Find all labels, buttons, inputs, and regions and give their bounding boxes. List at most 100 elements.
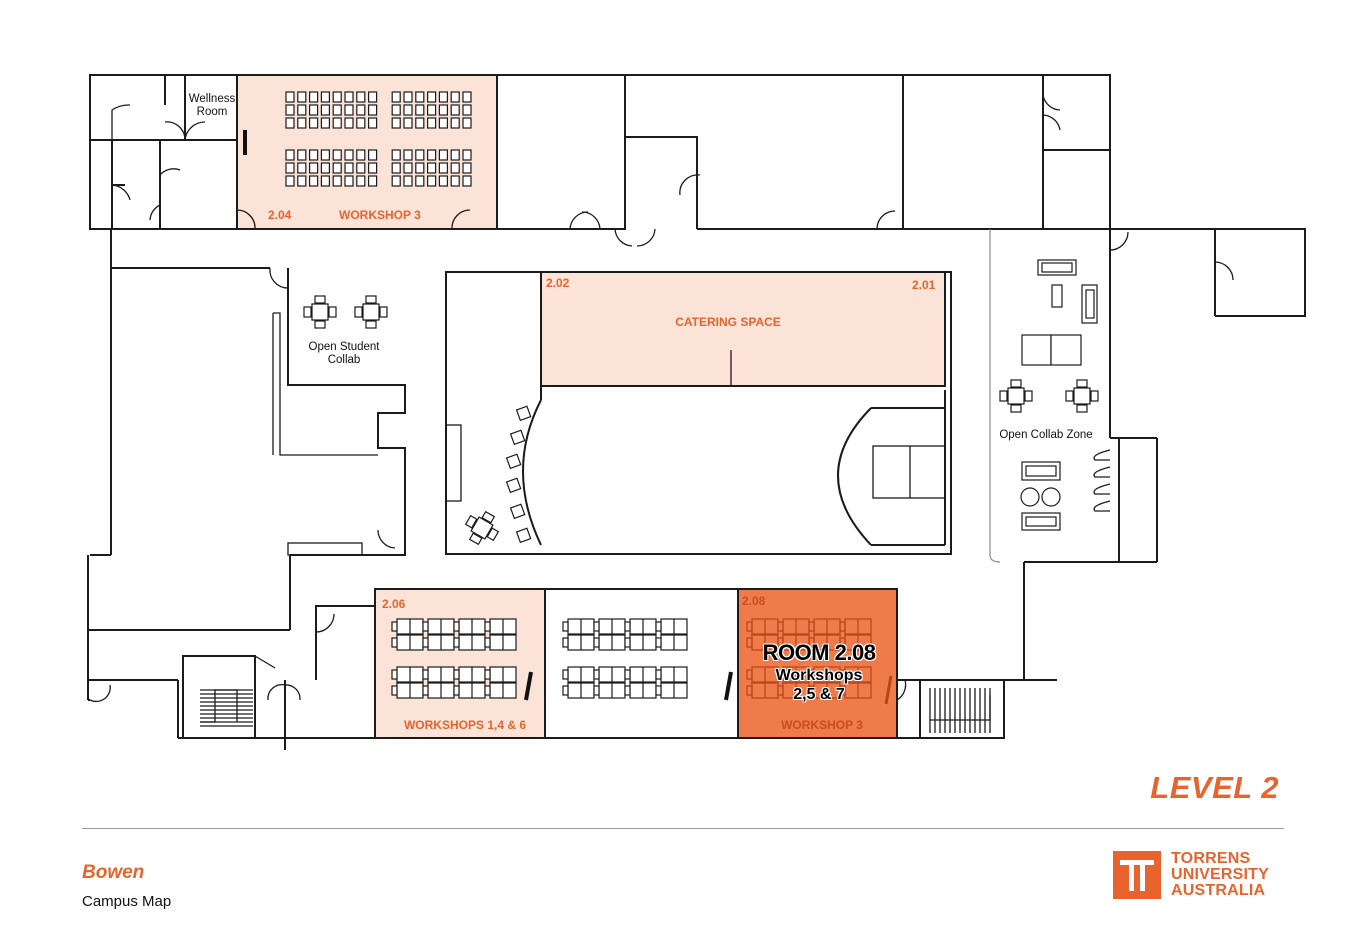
seat: [403, 175, 413, 187]
seat: [427, 91, 437, 103]
south-rooms: [315, 588, 907, 739]
table-group: [1065, 379, 1099, 413]
seat: [438, 104, 448, 116]
brand-line-3: AUSTRALIA: [1171, 882, 1266, 899]
chair: [593, 685, 600, 696]
callout-line-2: 2,5 & 7: [793, 686, 845, 703]
seat: [368, 162, 378, 174]
seat: [285, 91, 295, 103]
bench-seat: [505, 477, 522, 494]
seat: [368, 149, 378, 161]
seat: [285, 162, 295, 174]
campus-name: Bowen: [82, 862, 145, 883]
seat: [356, 149, 366, 161]
seat: [403, 91, 413, 103]
chair: [481, 510, 496, 524]
bench-seat: [509, 429, 526, 446]
chair: [839, 637, 846, 648]
chair: [453, 637, 460, 648]
seat: [332, 104, 342, 116]
collab-tables: [303, 295, 1099, 546]
seat: [344, 162, 354, 174]
chair: [1065, 390, 1074, 402]
seat: [415, 162, 425, 174]
seat: [403, 149, 413, 161]
chair: [453, 621, 460, 632]
chair: [839, 621, 846, 632]
chair: [453, 685, 460, 696]
seat: [462, 117, 472, 129]
chair: [746, 637, 753, 648]
seat: [320, 117, 330, 129]
stairs-east-treads: [929, 688, 991, 733]
seat: [415, 175, 425, 187]
seat: [427, 175, 437, 187]
seat: [356, 104, 366, 116]
seat: [309, 162, 319, 174]
seat: [403, 162, 413, 174]
chair: [314, 320, 326, 329]
seat: [462, 162, 472, 174]
chair: [593, 637, 600, 648]
seat: [309, 104, 319, 116]
chair: [1090, 390, 1099, 402]
seat: [391, 149, 401, 161]
chair: [624, 637, 631, 648]
seat: [450, 104, 460, 116]
chair: [1024, 390, 1033, 402]
chair: [777, 669, 784, 680]
chair: [746, 621, 753, 632]
seat: [285, 149, 295, 161]
chair: [422, 637, 429, 648]
chair: [486, 527, 500, 542]
seat: [427, 149, 437, 161]
seat: [297, 175, 307, 187]
chair: [1010, 379, 1022, 388]
chair: [655, 637, 662, 648]
chair: [777, 637, 784, 648]
room-2-04-number: 2.04: [268, 208, 292, 222]
seat: [297, 149, 307, 161]
seat: [391, 162, 401, 174]
seat: [462, 104, 472, 116]
chair: [777, 685, 784, 696]
chair: [746, 669, 753, 680]
table-top: [1007, 387, 1025, 405]
chair: [777, 621, 784, 632]
chair: [453, 669, 460, 680]
seat: [344, 91, 354, 103]
chair: [468, 532, 483, 546]
chair: [562, 621, 569, 632]
chair: [354, 306, 363, 318]
chair: [624, 621, 631, 632]
chair: [999, 390, 1008, 402]
chair: [484, 621, 491, 632]
chair: [839, 669, 846, 680]
chair: [593, 669, 600, 680]
chair: [365, 320, 377, 329]
chair: [422, 621, 429, 632]
seat: [344, 117, 354, 129]
seat: [391, 175, 401, 187]
seat: [297, 162, 307, 174]
wellness-room-label-1: Wellness: [189, 93, 236, 105]
table-top: [362, 303, 380, 321]
room-2-08-callout[interactable]: ROOM 2.08 Workshops 2,5 & 7: [741, 640, 897, 704]
seat: [332, 162, 342, 174]
seat: [344, 104, 354, 116]
seat: [285, 104, 295, 116]
chair: [624, 669, 631, 680]
chair: [624, 685, 631, 696]
brand-line-1: TORRENS: [1171, 850, 1251, 867]
chair: [391, 669, 398, 680]
open-student-collab-label-2: Collab: [328, 354, 361, 366]
seat: [297, 91, 307, 103]
room-2-06-name: WORKSHOPS 1,4 & 6: [404, 718, 526, 732]
open-student-collab-label-1: Open Student: [309, 341, 381, 353]
bench-seat: [509, 503, 526, 520]
chair: [391, 621, 398, 632]
seat: [462, 175, 472, 187]
room-2-08-number: 2.08: [742, 594, 766, 608]
table-top: [1073, 387, 1091, 405]
seat: [427, 117, 437, 129]
